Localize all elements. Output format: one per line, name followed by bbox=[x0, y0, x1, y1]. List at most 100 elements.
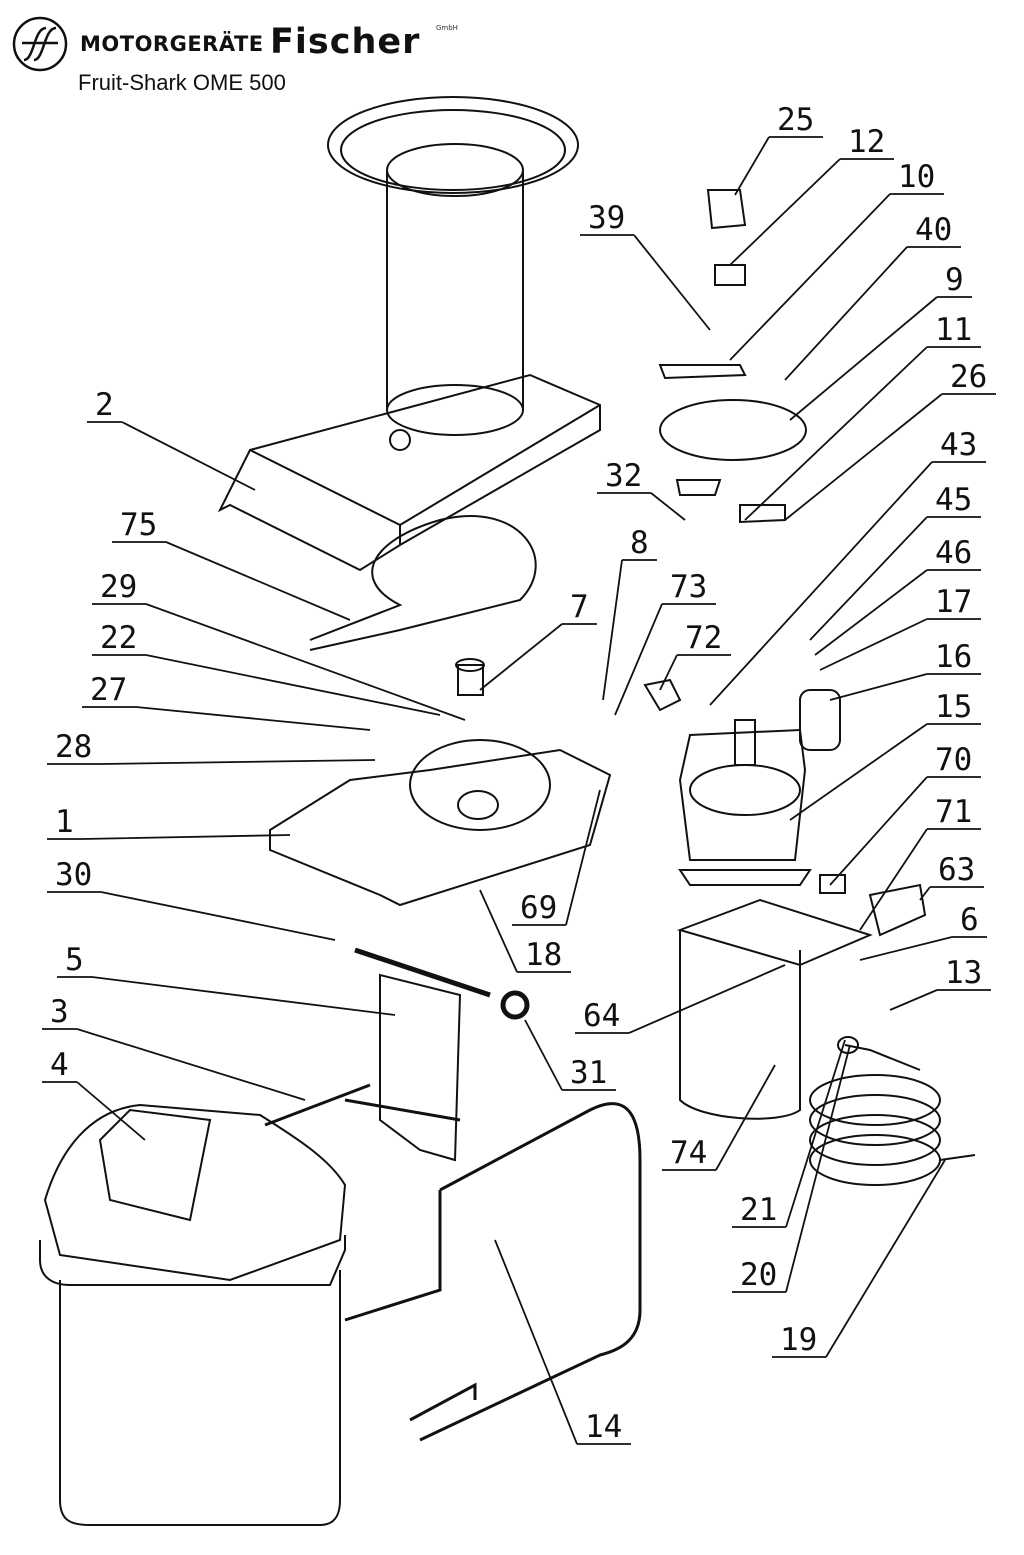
part-callout-30: 30 bbox=[47, 857, 336, 941]
part-number-label: 32 bbox=[605, 458, 642, 494]
part-callout-39: 39 bbox=[580, 200, 711, 331]
part-number-label: 29 bbox=[100, 569, 137, 605]
leader-line bbox=[92, 603, 466, 721]
part-callout-6: 6 bbox=[859, 902, 987, 961]
part-callout-75: 75 bbox=[112, 507, 351, 621]
part-number-label: 2 bbox=[95, 387, 114, 423]
leader-line bbox=[42, 1081, 146, 1141]
part-callout-7: 7 bbox=[479, 589, 597, 691]
leader-line bbox=[580, 234, 711, 331]
part-number-label: 43 bbox=[940, 427, 977, 463]
part-number-label: 5 bbox=[65, 942, 84, 978]
part-number-label: 45 bbox=[935, 482, 972, 518]
part-callout-13: 13 bbox=[889, 955, 991, 1011]
leader-line bbox=[494, 1239, 631, 1445]
part-callout-2: 2 bbox=[87, 387, 256, 491]
leader-line bbox=[729, 193, 944, 361]
leader-line bbox=[729, 158, 894, 266]
part-callout-25: 25 bbox=[734, 102, 823, 196]
leader-line bbox=[859, 828, 981, 931]
part-callout-9: 9 bbox=[789, 262, 972, 421]
leader-line bbox=[829, 673, 981, 701]
ring-seal bbox=[309, 515, 537, 651]
leader-line bbox=[734, 136, 823, 196]
leader-line bbox=[819, 618, 981, 671]
part-number-label: 18 bbox=[525, 937, 562, 973]
leader-line bbox=[92, 654, 441, 716]
part-callout-45: 45 bbox=[809, 482, 981, 641]
chute bbox=[379, 973, 462, 1162]
part-callout-74: 74 bbox=[662, 1064, 776, 1171]
leader-line bbox=[82, 706, 371, 731]
part-number-label: 17 bbox=[935, 584, 972, 620]
base-housing bbox=[269, 748, 612, 907]
part-number-label: 21 bbox=[740, 1192, 777, 1228]
part-number-label: 30 bbox=[55, 857, 92, 893]
header: MOTORGERÄTE Fischer GmbH Fruit-Shark OME… bbox=[8, 8, 468, 98]
model-title: Fruit-Shark OME 500 bbox=[78, 70, 286, 95]
part-number-label: 8 bbox=[630, 525, 649, 561]
leader-line bbox=[479, 623, 597, 691]
part-number-label: 28 bbox=[55, 729, 92, 765]
part-number-label: 71 bbox=[935, 794, 972, 830]
part-callout-10: 10 bbox=[729, 159, 944, 361]
part-number-label: 20 bbox=[740, 1257, 777, 1293]
brand-suffix: GmbH bbox=[436, 24, 458, 32]
part-callout-16: 16 bbox=[829, 639, 981, 701]
leader-line bbox=[479, 889, 571, 973]
leader-line bbox=[87, 421, 256, 491]
part-callout-1: 1 bbox=[47, 804, 291, 840]
part-callout-43: 43 bbox=[709, 427, 986, 706]
leader-line bbox=[814, 569, 981, 656]
cover-plate bbox=[217, 373, 601, 572]
leader-line bbox=[47, 759, 376, 765]
part-callout-20: 20 bbox=[732, 1044, 851, 1293]
part-callout-28: 28 bbox=[47, 729, 376, 765]
part-number-label: 39 bbox=[588, 200, 625, 236]
part-number-label: 9 bbox=[945, 262, 964, 298]
part-number-label: 14 bbox=[585, 1409, 622, 1445]
part-number-label: 7 bbox=[570, 589, 589, 625]
part-callout-29: 29 bbox=[92, 569, 466, 721]
part-number-label: 73 bbox=[670, 569, 707, 605]
part-number-label: 69 bbox=[520, 890, 557, 926]
part-callout-70: 70 bbox=[829, 742, 981, 886]
part-callout-72: 72 bbox=[659, 620, 731, 691]
leader-line bbox=[662, 1064, 776, 1171]
part-number-label: 13 bbox=[945, 955, 982, 991]
leader-line bbox=[512, 789, 601, 926]
part-callout-21: 21 bbox=[732, 1039, 846, 1228]
leader-line bbox=[614, 603, 716, 716]
part-number-label: 70 bbox=[935, 742, 972, 778]
leader-line bbox=[47, 834, 291, 840]
part-number-label: 74 bbox=[670, 1135, 707, 1171]
leader-line bbox=[659, 654, 731, 691]
leader-line bbox=[772, 1159, 946, 1358]
part-callout-15: 15 bbox=[789, 689, 981, 821]
part-number-label: 11 bbox=[935, 312, 972, 348]
leader-line bbox=[732, 1039, 846, 1228]
part-callout-46: 46 bbox=[814, 535, 981, 656]
part-callout-14: 14 bbox=[494, 1239, 631, 1445]
part-number-label: 10 bbox=[898, 159, 935, 195]
part-number-label: 63 bbox=[938, 852, 975, 888]
hopper-funnel bbox=[327, 96, 579, 436]
leader-line bbox=[829, 776, 981, 886]
leader-line bbox=[784, 393, 996, 521]
drawing-shapes bbox=[39, 96, 976, 1526]
collection-bin bbox=[39, 1103, 347, 1526]
brand-logo-icon bbox=[12, 16, 68, 72]
part-callout-8: 8 bbox=[602, 525, 657, 701]
leader-line bbox=[597, 492, 686, 521]
part-callout-71: 71 bbox=[859, 794, 981, 931]
motor-housing bbox=[676, 898, 873, 1120]
part-number-label: 64 bbox=[583, 998, 620, 1034]
part-callout-26: 26 bbox=[784, 359, 996, 521]
leader-line bbox=[809, 516, 981, 641]
part-number-label: 72 bbox=[685, 620, 722, 656]
leader-line bbox=[709, 461, 986, 706]
part-callout-22: 22 bbox=[92, 620, 441, 716]
part-callout-11: 11 bbox=[744, 312, 981, 521]
